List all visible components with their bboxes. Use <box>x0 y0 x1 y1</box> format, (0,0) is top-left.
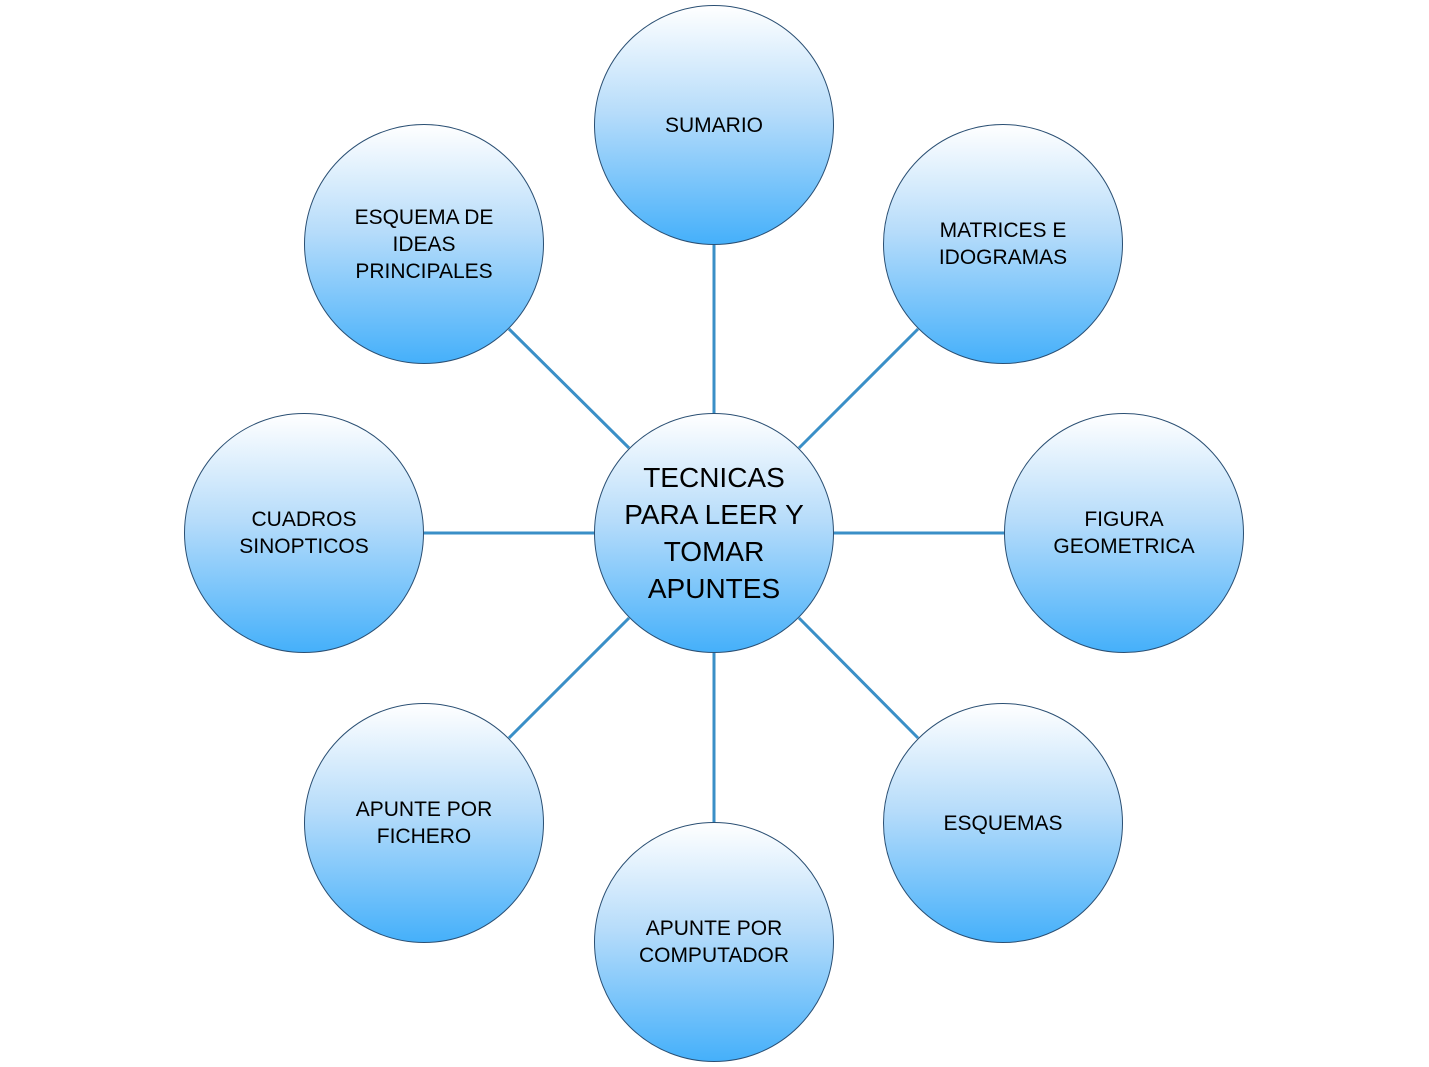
connector-esquemas <box>797 616 920 740</box>
node-esquema-ideas: ESQUEMA DE IDEAS PRINCIPALES <box>304 124 544 364</box>
node-cuadros: CUADROS SINOPTICOS <box>184 413 424 653</box>
node-figura-label: FIGURA GEOMETRICA <box>1053 508 1195 558</box>
node-matrices: MATRICES E IDOGRAMAS <box>883 124 1123 364</box>
connector-esquema-ideas <box>507 327 631 450</box>
node-sumario-label: SUMARIO <box>664 113 763 137</box>
node-computador: APUNTE POR COMPUTADOR <box>594 822 834 1062</box>
center-node-label: TECNICAS PARA LEER Y TOMAR APUNTES <box>624 462 804 604</box>
node-esquema-ideas-label: ESQUEMA DE IDEAS PRINCIPALES <box>354 205 494 283</box>
node-computador-label: APUNTE POR COMPUTADOR <box>638 917 790 967</box>
node-fichero: APUNTE POR FICHERO <box>304 703 544 943</box>
node-cuadros-label: CUADROS SINOPTICOS <box>239 508 369 558</box>
center-node: TECNICAS PARA LEER Y TOMAR APUNTES <box>594 413 834 653</box>
node-matrices-label: MATRICES E IDOGRAMAS <box>938 219 1068 269</box>
connector-fichero <box>507 616 631 740</box>
connector-matrices <box>797 327 920 450</box>
node-sumario: SUMARIO <box>594 5 834 245</box>
node-esquemas: ESQUEMAS <box>883 703 1123 943</box>
node-fichero-label: APUNTE POR FICHERO <box>355 798 493 848</box>
node-esquemas-label: ESQUEMAS <box>943 811 1063 835</box>
node-figura: FIGURA GEOMETRICA <box>1004 413 1244 653</box>
